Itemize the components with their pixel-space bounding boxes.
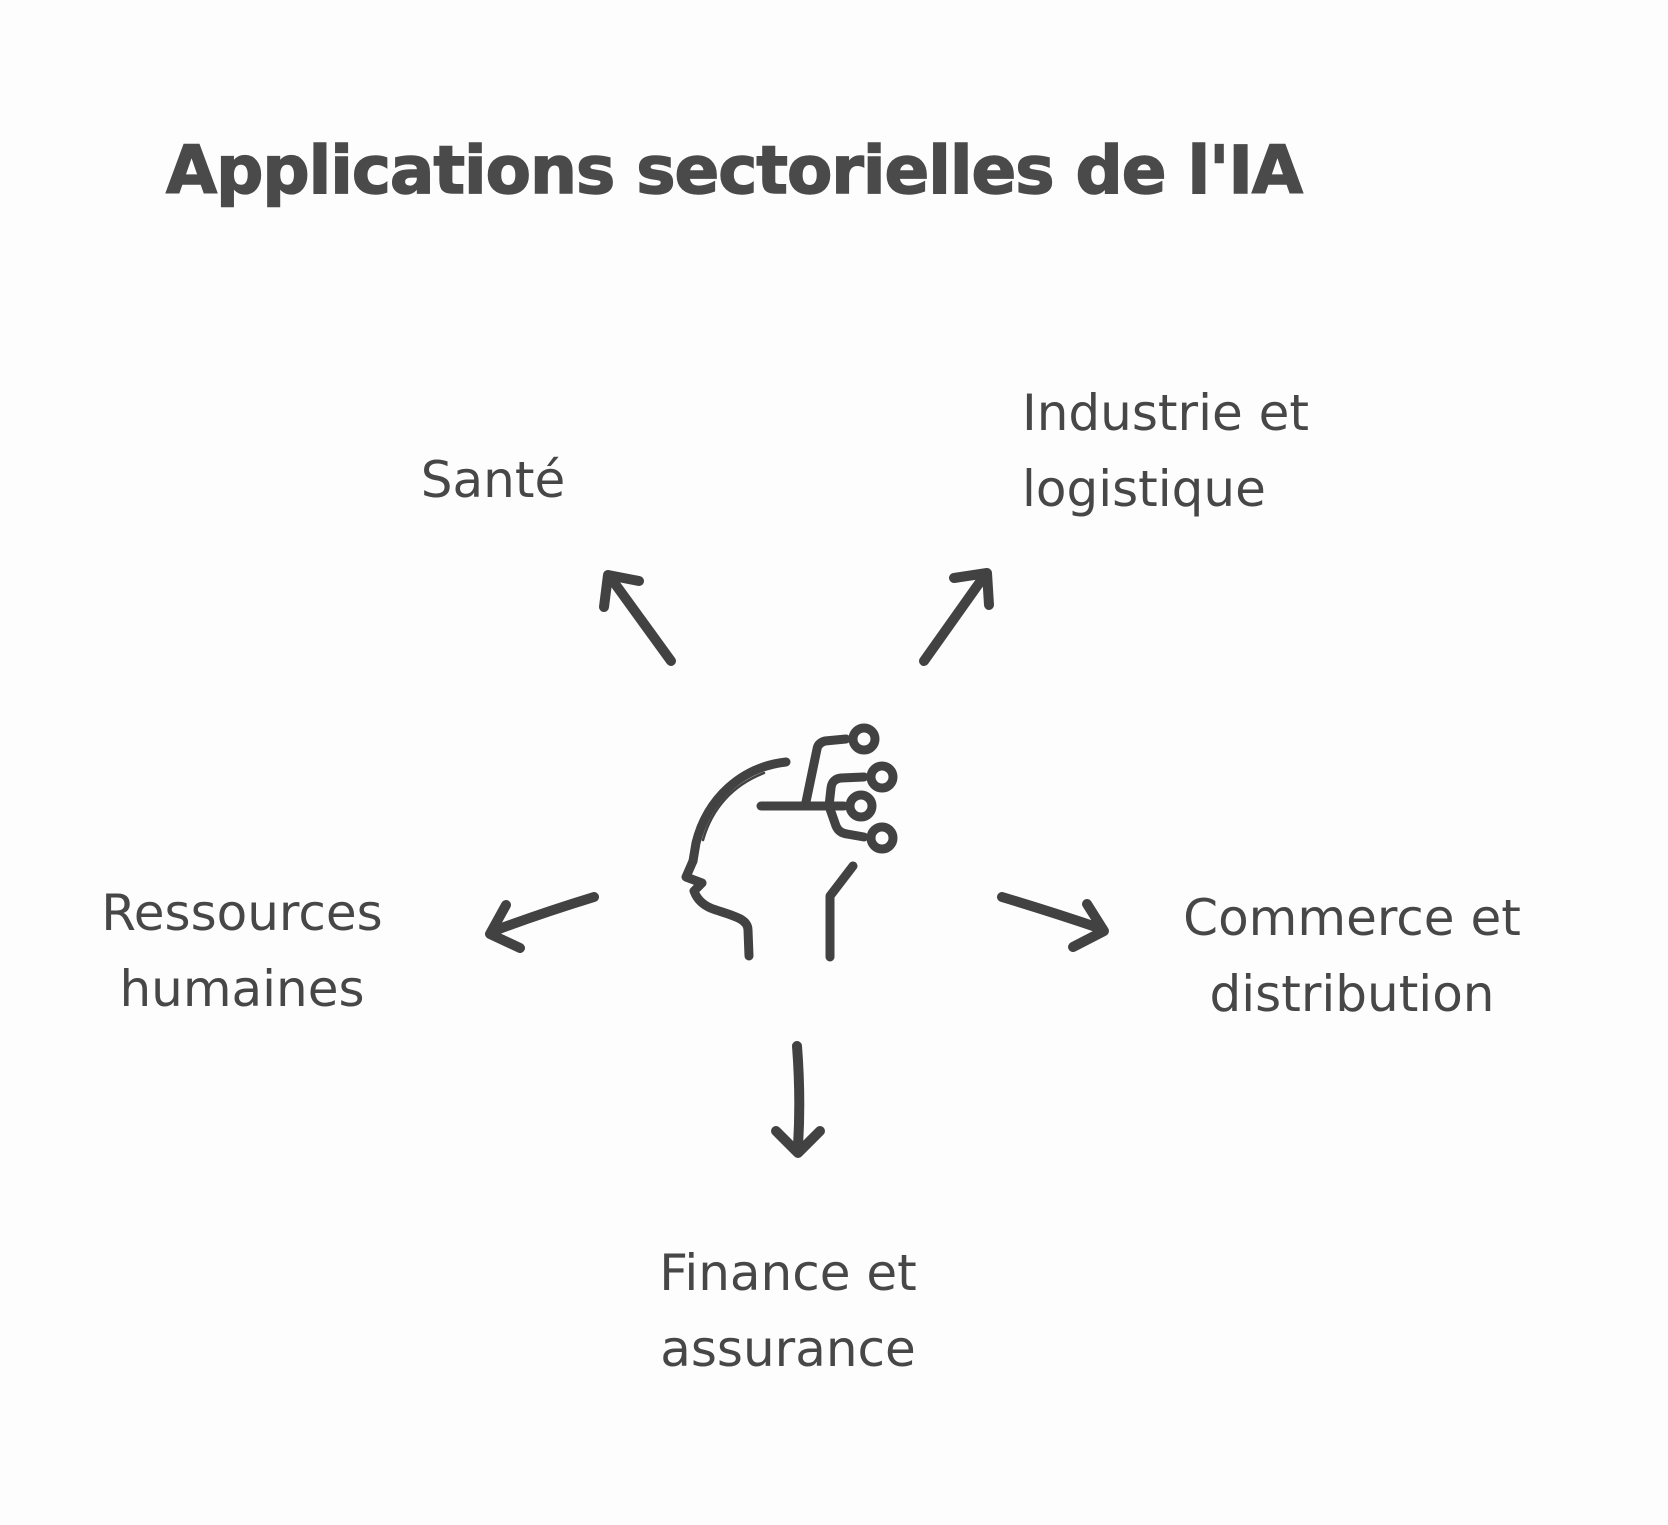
node-label-line: humaines [119,960,365,1018]
arrow-sante-icon [599,570,676,666]
node-label-line: Ressources [101,884,383,942]
page-title: Applications sectorielles de l'IA [165,131,1303,210]
node-label-industrie-logistique: Industrie et logistique [1022,375,1309,527]
node-label-line: Industrie et [1022,384,1309,442]
node-label-line: assurance [660,1320,916,1378]
node-label-line: Finance et [659,1244,917,1302]
node-label-line: Santé [420,451,566,509]
node-label-line: Commerce et [1183,889,1521,947]
node-label-ressources-humaines: Ressources humaines [42,875,442,1027]
node-label-line: distribution [1209,965,1495,1023]
node-label-finance-assurance: Finance et assurance [588,1235,988,1387]
node-label-sante: Santé [393,442,593,518]
arrow-industrie-icon [919,568,994,666]
ai-head-circuit-icon [681,723,898,962]
node-label-commerce-distribution: Commerce et distribution [1152,880,1552,1032]
arrow-commerce-icon [997,892,1109,952]
node-label-line: logistique [1022,460,1266,518]
arrow-finance-icon [771,1041,825,1158]
arrow-ressources-icon [485,892,599,953]
